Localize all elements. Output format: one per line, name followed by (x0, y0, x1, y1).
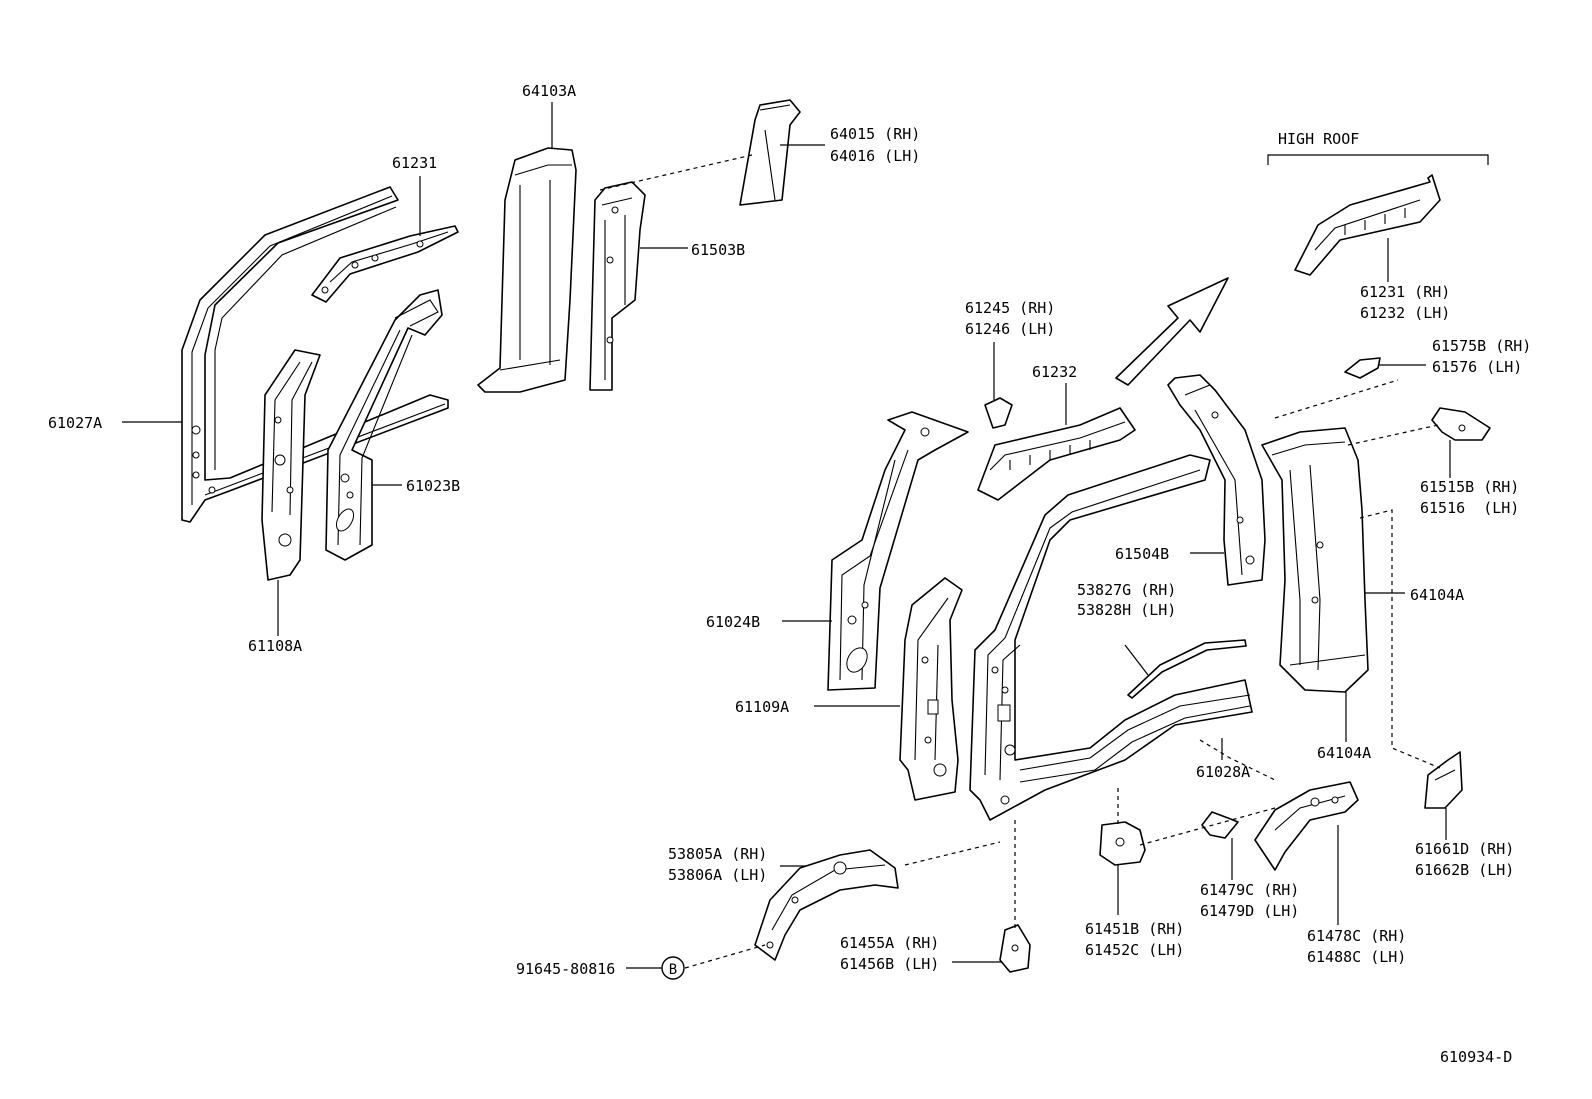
label-61452C: 61452C (LH) (1085, 941, 1184, 959)
label-61023B: 61023B (406, 477, 460, 495)
label-53805A: 53805A (RH) (668, 845, 767, 863)
label-61231-top: 61231 (392, 154, 437, 172)
label-61231-rh: 61231 (RH) (1360, 283, 1450, 301)
label-61662B: 61662B (LH) (1415, 861, 1514, 879)
part-61478C-61488C-wheelhouse (1254, 781, 1359, 871)
label-61232-lh: 61232 (LH) (1360, 304, 1450, 322)
leader-lines (122, 102, 1451, 969)
label-61575B: 61575B (RH) (1432, 337, 1531, 355)
part-61503B-inner-pillar (589, 181, 646, 391)
part-64104A-quarter-panel (1261, 427, 1369, 693)
label-61245: 61245 (RH) (965, 299, 1055, 317)
part-53805A-53806A-wheelhouse-ext (754, 849, 899, 961)
label-61516: 61516 (LH) (1420, 499, 1519, 517)
label-61661D: 61661D (RH) (1415, 840, 1514, 858)
part-61232-roof-rail (977, 407, 1136, 501)
part-61109A-lower-pillar (899, 577, 963, 801)
label-64103A: 64103A (522, 82, 576, 100)
label-64104A-low: 64104A (1317, 744, 1371, 762)
part-61231-high-roof-rail (1294, 174, 1441, 276)
label-61515B: 61515B (RH) (1420, 478, 1519, 496)
label-61109A: 61109A (735, 698, 789, 716)
label-61246: 61246 (LH) (965, 320, 1055, 338)
label-61488C: 61488C (LH) (1307, 948, 1406, 966)
label-64104A-mid: 64104A (1410, 586, 1464, 604)
label-53828H: 53828H (LH) (1077, 601, 1176, 619)
label-61451B: 61451B (RH) (1085, 920, 1184, 938)
part-61455A-61456B-bracket (999, 924, 1031, 973)
label-diagram-code: 610934-D (1440, 1048, 1512, 1066)
label-61478C: 61478C (RH) (1307, 927, 1406, 945)
label-64015: 64015 (RH) (830, 125, 920, 143)
high-roof-bracket (1267, 154, 1489, 165)
part-61028A-rocker-side-panel (969, 454, 1253, 821)
label-53806A: 53806A (LH) (668, 866, 767, 884)
label-61456B: 61456B (LH) (840, 955, 939, 973)
part-61451B-61452C-bracket (1099, 821, 1146, 866)
label-61232: 61232 (1032, 363, 1077, 381)
part-61108A-lower-pillar (261, 349, 321, 581)
label-61024B: 61024B (706, 613, 760, 631)
label-64016: 64016 (LH) (830, 147, 920, 165)
part-61575B-61576-bracket (1344, 357, 1381, 379)
label-61503B: 61503B (691, 241, 745, 259)
part-64103A-quarter-pillar (477, 147, 577, 393)
part-64015-64016-pillar-piece (739, 99, 801, 206)
part-61245-61246-bracket (984, 397, 1013, 429)
part-61661D-61662B-bracket (1424, 751, 1463, 809)
part-61027A-front-pillar-rail (181, 186, 449, 523)
part-61504B-quarter-inner (1167, 374, 1266, 586)
part-61231-roof-rail-small (311, 225, 459, 303)
callout-marker-b: B (661, 956, 685, 980)
part-61479C-61479D-clip (1201, 811, 1239, 839)
label-53827G: 53827G (RH) (1077, 581, 1176, 599)
label-61455A: 61455A (RH) (840, 934, 939, 952)
callout-marker-b-label: B (669, 962, 677, 978)
assembly-dashed-lines (599, 154, 1441, 969)
label-91645: 91645-80816 (516, 960, 615, 978)
label-61576: 61576 (LH) (1432, 358, 1522, 376)
part-61023B-center-pillar (325, 289, 443, 561)
label-61028A: 61028A (1196, 763, 1250, 781)
label-61479D: 61479D (LH) (1200, 902, 1299, 920)
part-53827G-53828H-molding (1127, 639, 1247, 699)
label-61108A: 61108A (248, 637, 302, 655)
arrow-icon (1115, 277, 1229, 386)
label-61027A: 61027A (48, 414, 102, 432)
part-61024B-front-pillar (827, 411, 969, 691)
part-61515B-61516-bracket (1431, 407, 1491, 441)
label-high-roof: HIGH ROOF (1278, 130, 1359, 148)
label-61504B: 61504B (1115, 545, 1169, 563)
label-61479C: 61479C (RH) (1200, 881, 1299, 899)
